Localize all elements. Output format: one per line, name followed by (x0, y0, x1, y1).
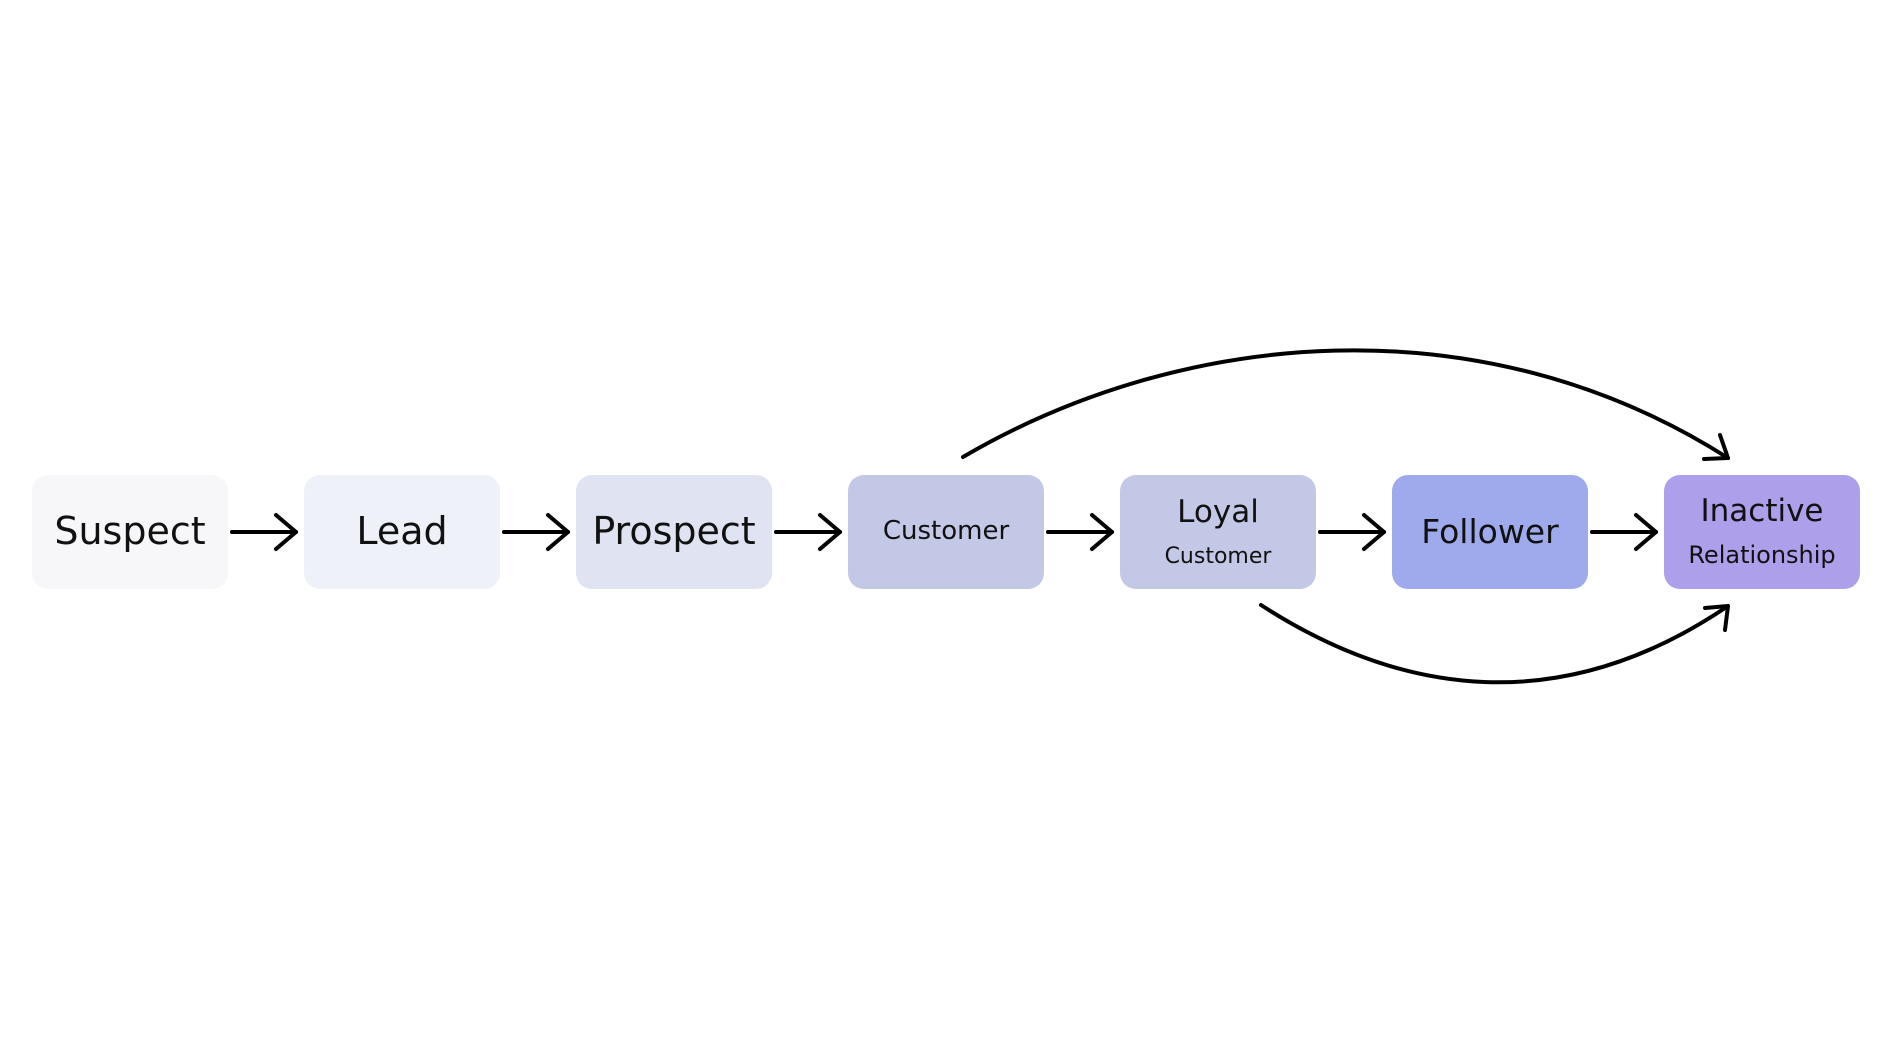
node-inactive-relationship-label-line1: Inactive (1700, 493, 1824, 530)
arrow-customer-to-loyal-customer (1046, 513, 1114, 551)
node-loyal-customer-label-line1: Loyal (1177, 493, 1259, 530)
arrow-prospect-to-customer (774, 513, 842, 551)
node-loyal-customer: Loyal Customer (1120, 475, 1316, 589)
arrow-lead-to-prospect (502, 513, 570, 551)
node-loyal-customer-label-line2: Customer (1164, 544, 1272, 570)
node-inactive-relationship-label-line2: Relationship (1688, 541, 1836, 570)
node-prospect: Prospect (576, 475, 772, 589)
arrow-loyal-customer-to-follower (1318, 513, 1386, 551)
node-customer-label: Customer (882, 516, 1010, 547)
node-lead: Lead (304, 475, 500, 589)
curved-arrow-loyal-customer-to-inactive-relationship (1259, 603, 1730, 685)
curved-arrow-customer-to-inactive-relationship (961, 348, 1730, 461)
node-suspect-label: Suspect (54, 509, 206, 554)
node-lead-label: Lead (356, 509, 448, 554)
node-suspect: Suspect (32, 475, 228, 589)
arrow-suspect-to-lead (230, 513, 298, 551)
node-prospect-label: Prospect (592, 509, 756, 554)
node-follower: Follower (1392, 475, 1588, 589)
arrow-follower-to-inactive-relationship (1590, 513, 1658, 551)
node-customer: Customer (848, 475, 1044, 589)
node-follower-label: Follower (1421, 512, 1559, 552)
node-inactive-relationship: Inactive Relationship (1664, 475, 1860, 589)
